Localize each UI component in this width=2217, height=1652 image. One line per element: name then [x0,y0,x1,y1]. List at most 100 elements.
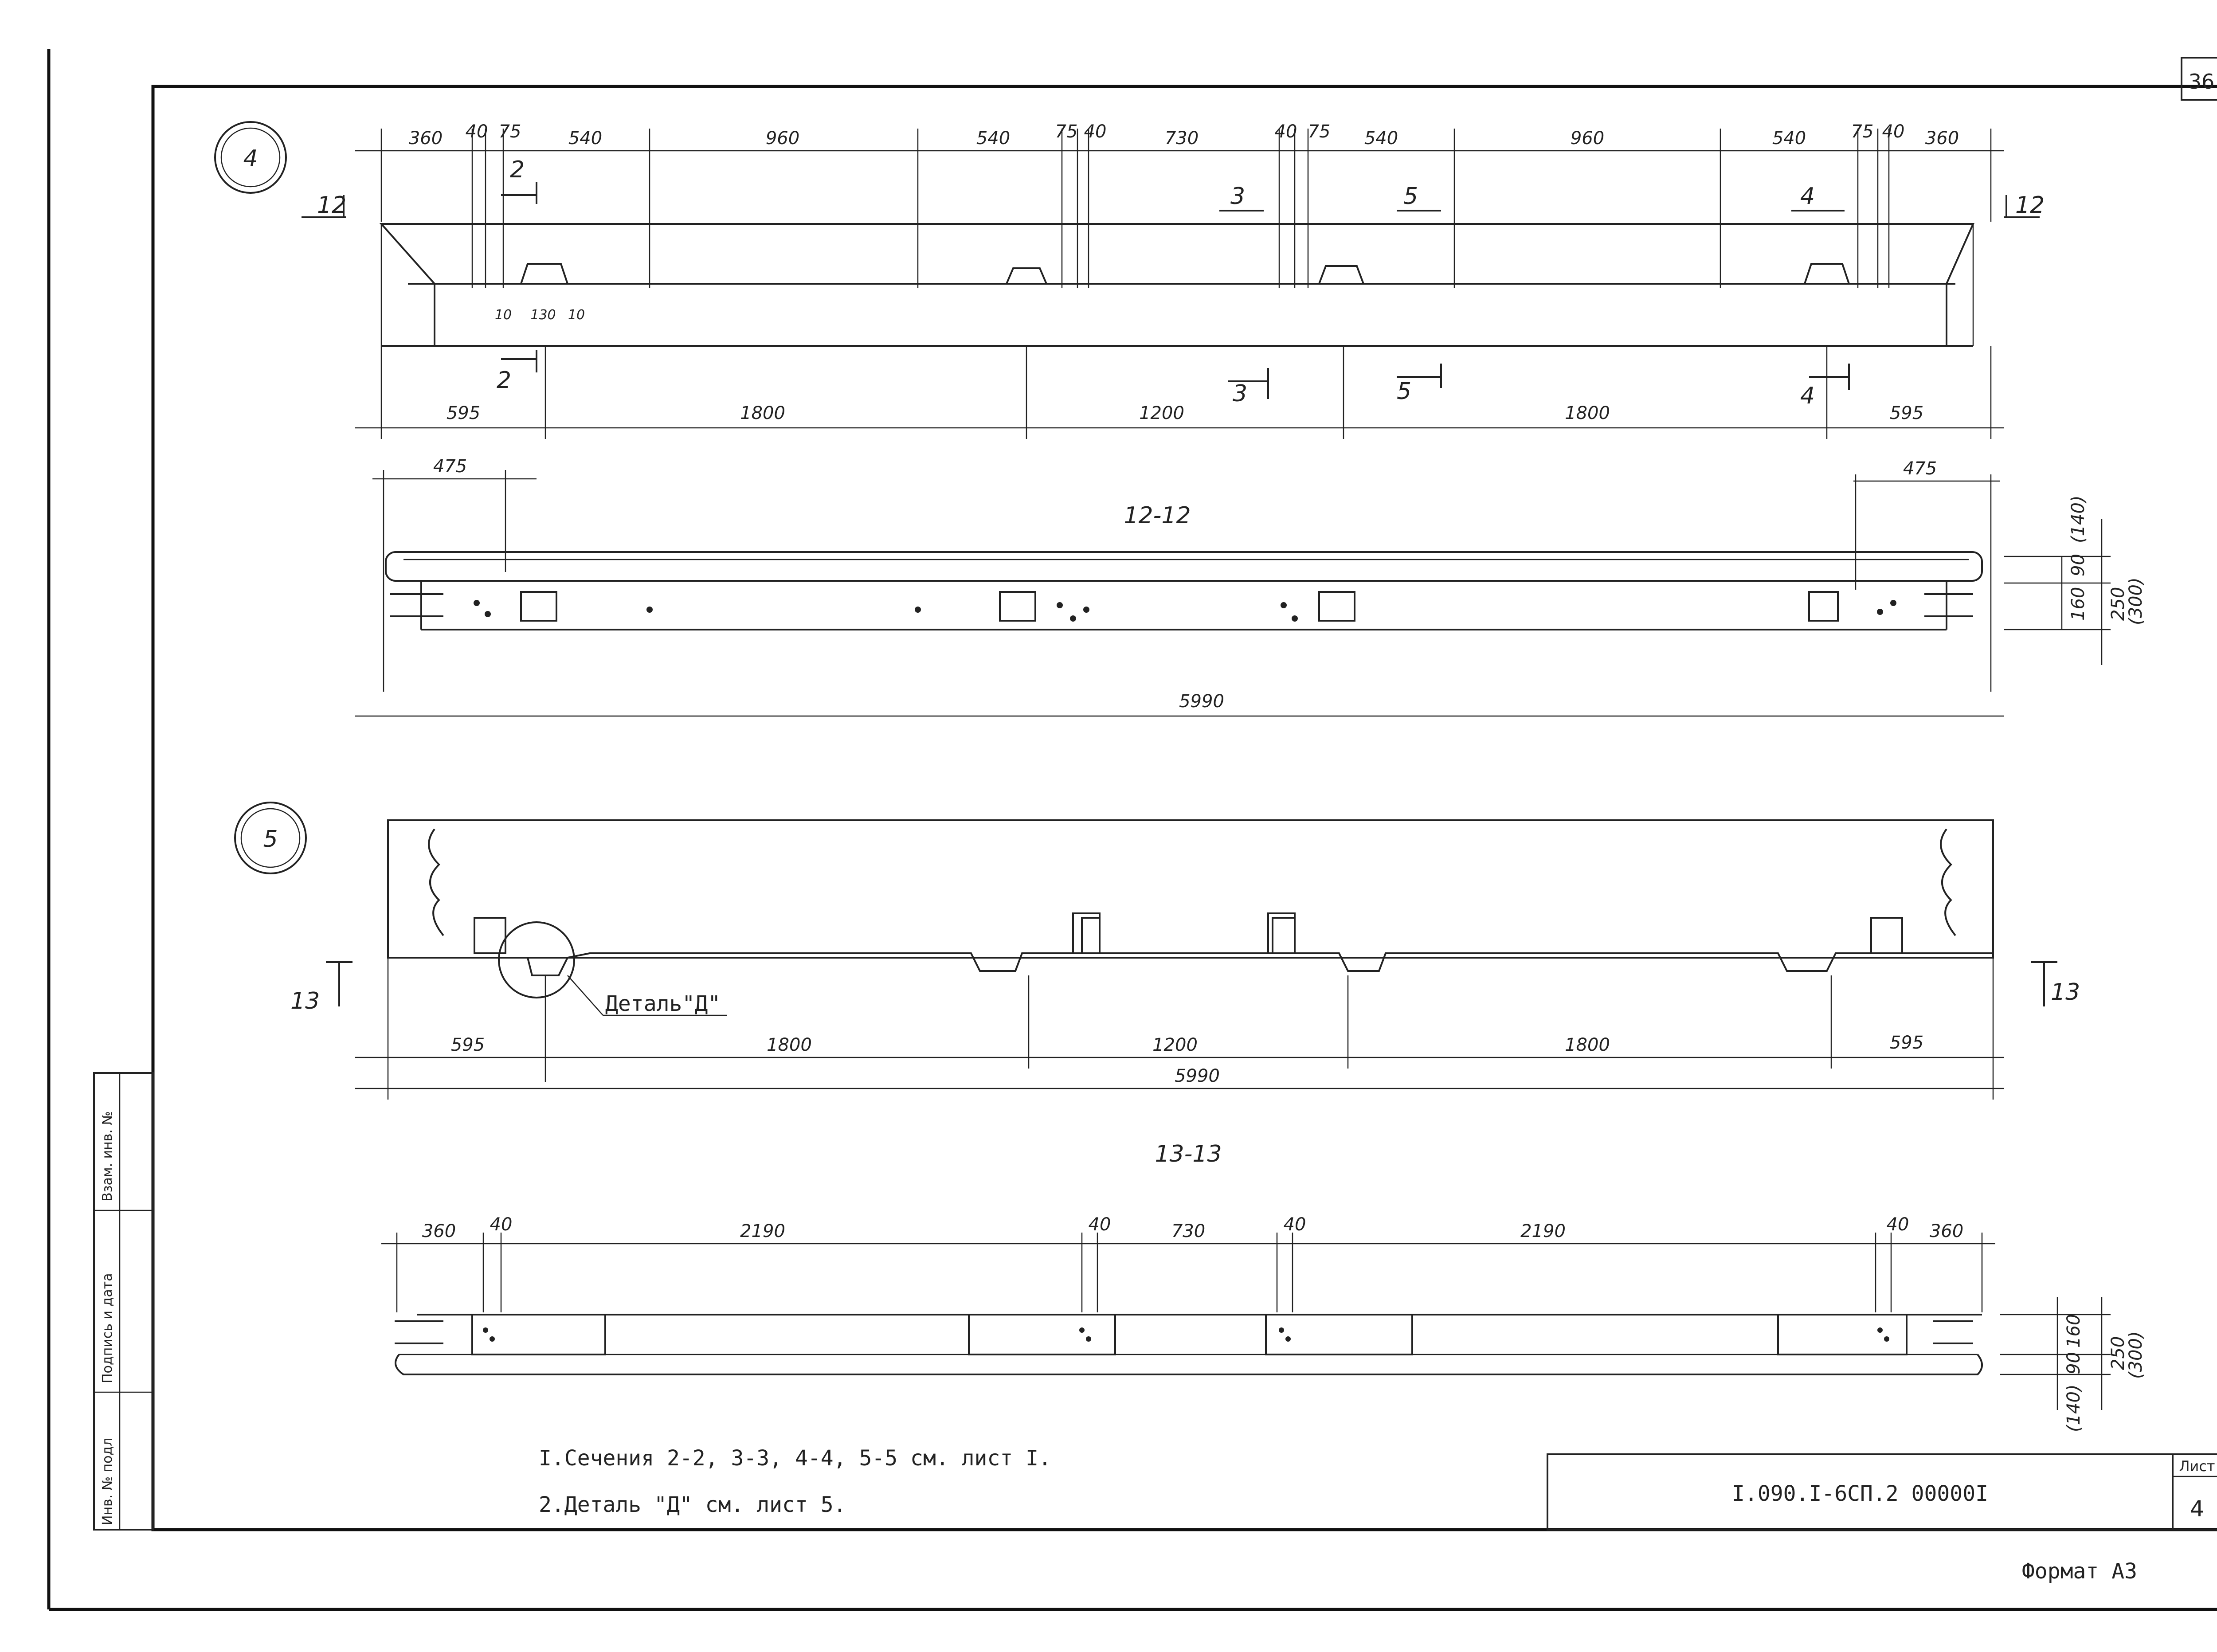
section-13-h-160: 160 [2064,1314,2084,1348]
view-4-bottom-dim-labels: 595 1800 1200 1800 595 [447,403,1923,423]
view-4-marker: 4 [243,145,258,172]
detail-d-label: Деталь"Д" [605,991,721,1016]
section-13-h-250: 250 [2108,1336,2128,1370]
view-4-rib-3 [1318,265,1364,284]
view-5-dim-labels: 595 1800 1200 1800 595 5990 [451,1033,1923,1086]
view-5-cut-13-right: 13 [2031,961,2080,1006]
svg-text:960: 960 [1571,128,1604,149]
view-4-marker-inner [220,127,281,188]
svg-text:360: 360 [1925,128,1959,149]
svg-text:12: 12 [2015,192,2045,219]
svg-text:960: 960 [766,128,799,149]
svg-text:595: 595 [447,403,480,423]
svg-text:10: 10 [495,307,512,323]
section-12-12: 475 475 12-12 (140) 90 160 250 (300 [355,456,2146,717]
view-5-post-1 [474,917,506,954]
section-13-rib-4 [1777,1314,1908,1355]
view-4-bottom-ticks [380,346,1992,439]
view-5-left-break [428,828,444,936]
svg-text:40: 40 [1275,121,1297,142]
view-5-post-2 [1072,912,1101,954]
svg-text:40: 40 [490,1214,513,1235]
section-13-slab-bottom [395,1354,1983,1375]
svg-text:730: 730 [1171,1221,1205,1241]
view-4-top-dim-labels: 360 40 75 540 960 540 75 40 730 40 75 54… [409,121,1959,149]
svg-text:75: 75 [1851,121,1874,142]
svg-text:40: 40 [1089,1214,1111,1235]
svg-text:12: 12 [317,192,346,219]
section-13-title: 13-13 [1155,1141,1222,1167]
view-5-marker-inner [240,808,301,868]
section-12-h-140: (140) [2068,495,2088,543]
svg-text:4: 4 [1800,183,1815,210]
svg-text:40: 40 [1887,1214,1909,1235]
svg-text:13: 13 [2051,979,2080,1006]
svg-text:75: 75 [1055,121,1078,142]
section-12-h-300: (300) [2126,577,2146,625]
svg-text:13: 13 [290,988,320,1014]
section-12-left-dim: 475 [433,456,467,477]
svg-text:75: 75 [1308,121,1331,142]
svg-text:40: 40 [1084,121,1107,142]
svg-text:540: 540 [568,128,602,149]
svg-text:540: 540 [1364,128,1398,149]
section-12-right-dim: 475 [1903,458,1937,479]
view-5-marker: 5 [263,826,278,853]
view-4-cut-5: 5 5 [1397,183,1442,405]
svg-text:1800: 1800 [740,403,785,423]
section-12-total: 5990 [1179,691,1224,712]
svg-text:10: 10 [568,307,585,323]
svg-text:595: 595 [1890,403,1923,423]
svg-text:1800: 1800 [1565,403,1610,423]
svg-text:2190: 2190 [1520,1221,1566,1241]
view-5-post-3 [1267,912,1296,954]
section-13-13: 13-13 360 40 2190 40 730 40 2190 40 360 [381,1141,2146,1432]
view-4-cut-3: 3 3 [1219,183,1269,407]
section-12-left-anchor [390,593,443,617]
section-13-rib-2 [968,1314,1116,1355]
svg-text:75: 75 [499,121,521,142]
svg-text:540: 540 [976,128,1010,149]
svg-text:360: 360 [409,128,443,149]
svg-text:1800: 1800 [1565,1035,1610,1055]
svg-text:730: 730 [1165,128,1199,149]
section-12-rebar-dots [474,600,1896,622]
section-13-h-90: 90 [2064,1352,2084,1374]
svg-text:1200: 1200 [1152,1035,1198,1055]
section-12-h-250: 250 [2108,587,2128,621]
svg-text:360: 360 [1930,1221,1963,1241]
view-5-cut-13-left: 13 [290,961,353,1014]
svg-text:2: 2 [510,157,525,183]
view-5-ticks [387,958,1994,1100]
svg-text:360: 360 [422,1221,456,1241]
section-13-h-140: (140) [2064,1384,2084,1432]
svg-text:2190: 2190 [740,1221,785,1241]
inner-frame [151,85,2217,1531]
detail-d-circle [498,921,575,998]
view-5-profile [388,917,1993,976]
svg-text:2: 2 [497,367,511,394]
view-4: 4 360 40 75 540 96 [214,121,2045,439]
side-label-inv: Инв. № подл [100,1438,115,1525]
note-1: I.Сечения 2-2, 3-3, 4-4, 5-5 см. лист I. [539,1446,1051,1471]
svg-text:5: 5 [1403,183,1418,210]
svg-text:5990: 5990 [1175,1066,1220,1086]
page-number: 36 [2189,70,2215,94]
view-4-cut-12-left: 12 [302,192,346,219]
svg-text:40: 40 [466,121,488,142]
section-13-right-anchor [1933,1320,1973,1344]
detail-d-leader [567,975,603,1016]
section-13-rib-3 [1265,1314,1413,1355]
section-12-h-90: 90 [2068,554,2088,576]
note-2: 2.Деталь "Д" см. лист 5. [539,1492,846,1517]
svg-text:4: 4 [1800,383,1815,409]
section-13-ticks [396,1233,1983,1312]
section-12-box-2 [999,591,1036,622]
view-4-rib-2 [1006,267,1047,284]
section-13-rib-1 [471,1314,606,1355]
view-4-plank-outline [379,223,1975,347]
section-13-rebar-dots [483,1327,1889,1342]
svg-text:595: 595 [1890,1033,1923,1053]
section-12-box-1 [520,591,557,622]
